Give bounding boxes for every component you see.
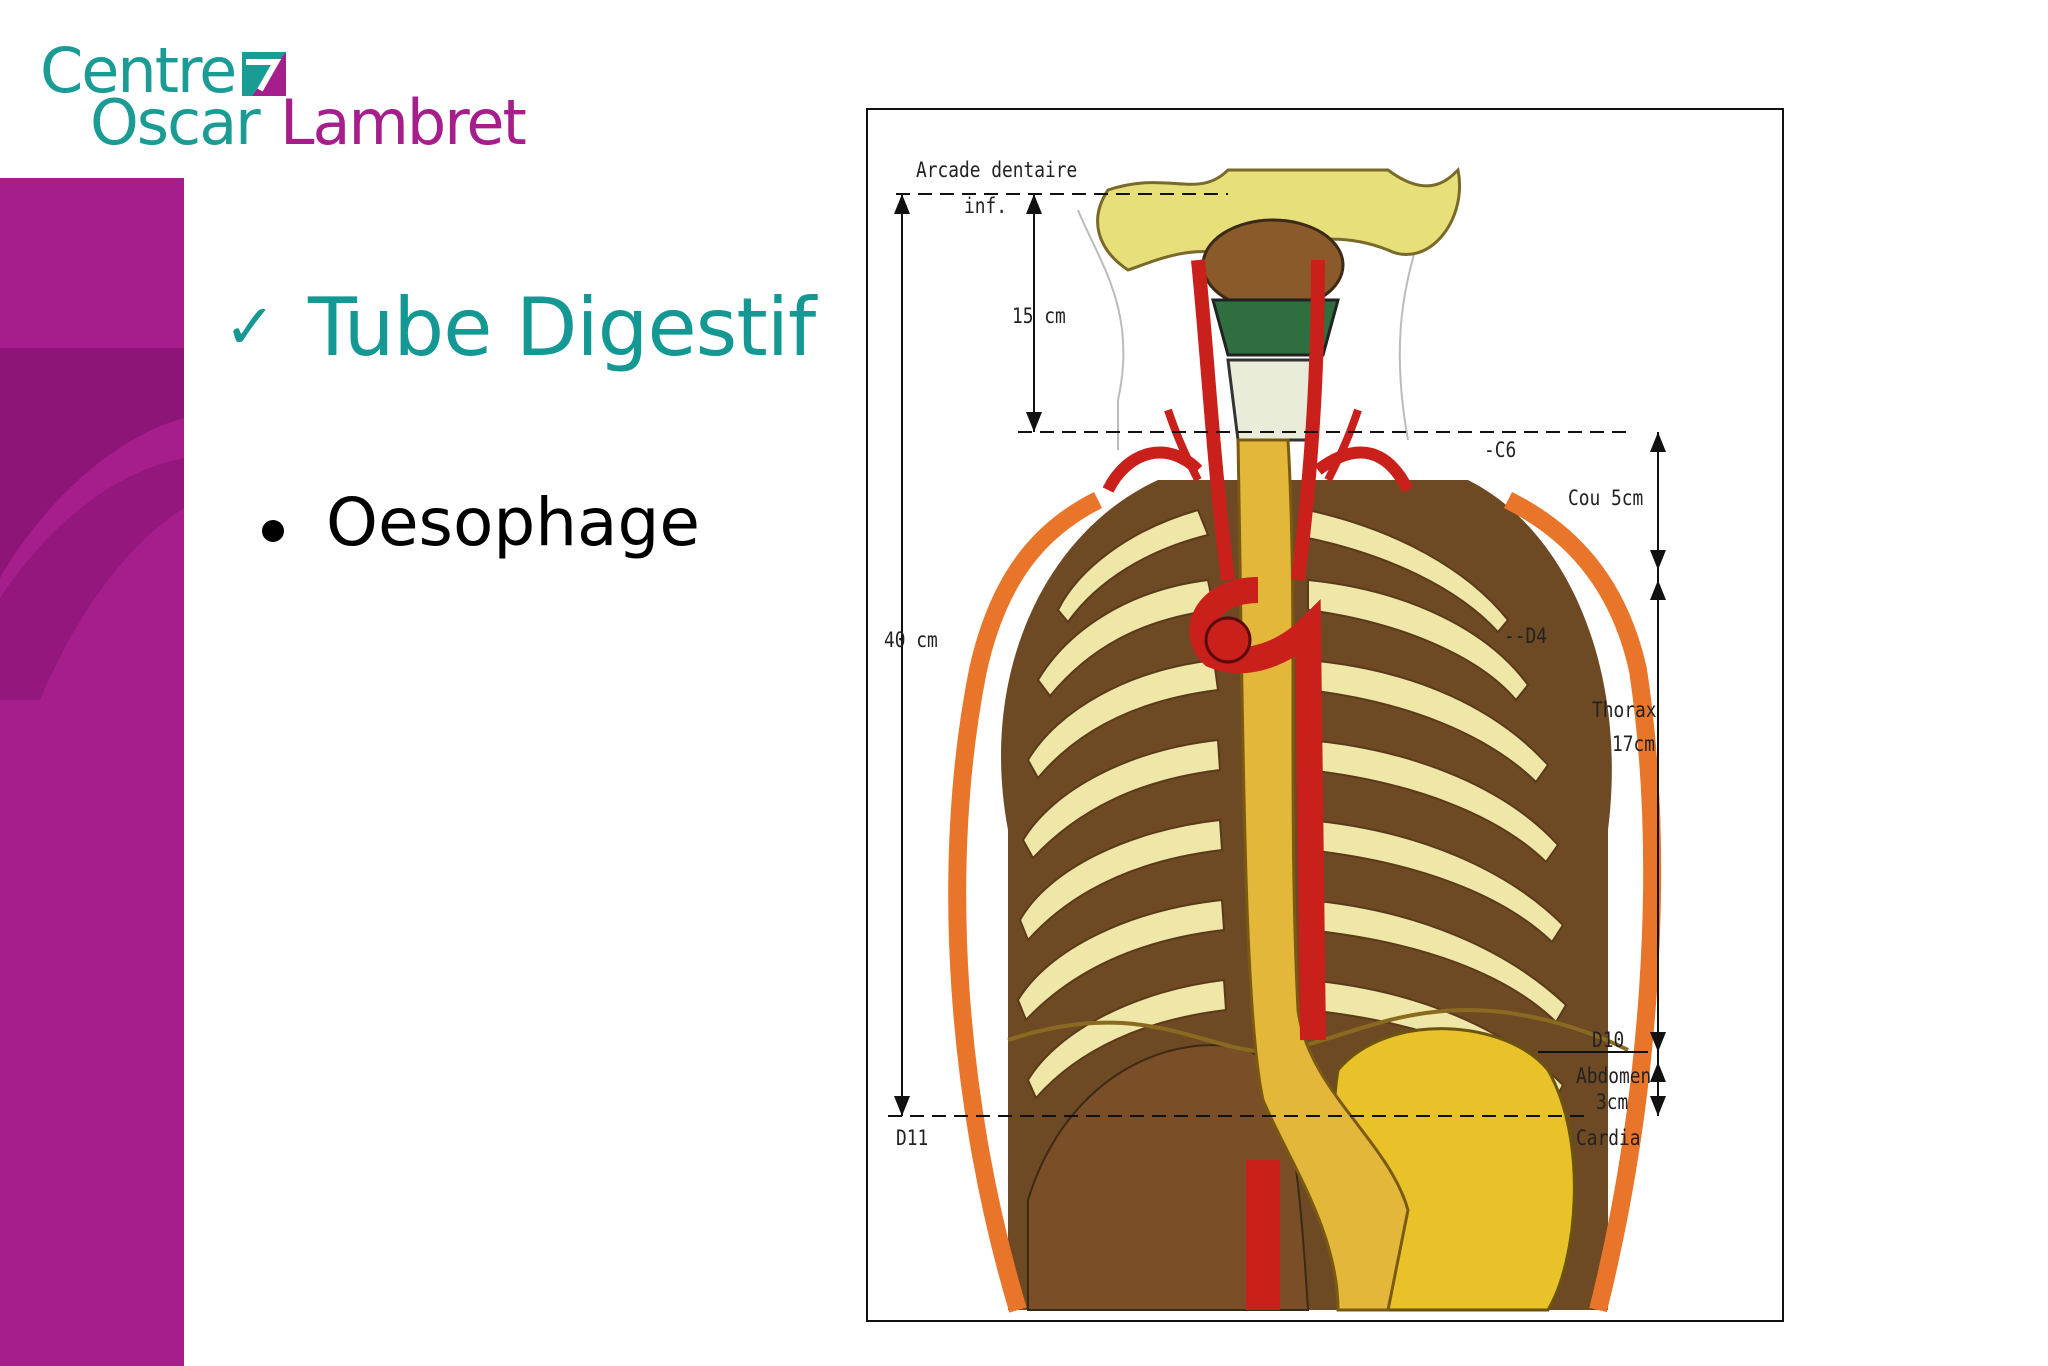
right-carotid [1291, 259, 1325, 581]
label-thorax: Thorax [1592, 698, 1657, 722]
logo-mark-icon [242, 52, 286, 96]
label-cardia: Cardia [1576, 1126, 1641, 1150]
logo-word-oscar: Oscar [90, 86, 261, 159]
anatomy-illustration [888, 166, 1666, 1313]
label-arcade-dentaire: Arcade dentaire [916, 158, 1078, 182]
label-thorax-17cm: 17cm [1612, 732, 1655, 756]
label-inf: inf. [964, 194, 1007, 218]
left-ribs [1016, 508, 1228, 1100]
trachea-cartilage [1226, 358, 1320, 442]
checkmark-icon: ✓ [224, 290, 276, 363]
left-chest-wall [948, 491, 1103, 1313]
label-abdomen-3cm: 3cm [1596, 1090, 1629, 1114]
bullet-point-icon [262, 520, 284, 542]
slide-title: Tube Digestif [308, 281, 816, 374]
centre-oscar-lambret-logo: Centre Oscar Lambret [40, 40, 580, 160]
label-15cm: 15 cm [1012, 304, 1066, 328]
sidebar-swoosh [0, 348, 184, 700]
label-d4: --D4 [1504, 624, 1547, 648]
label-40cm: 40 cm [884, 628, 938, 652]
label-cou-5cm: Cou 5cm [1568, 486, 1644, 510]
left-carotid [1191, 259, 1235, 581]
right-chest-wall [1503, 491, 1662, 1313]
dimension-lines [888, 193, 1659, 1117]
label-d11: D11 [896, 1126, 929, 1150]
logo-word-centre: Centre [40, 34, 237, 107]
bullet-oesophage: Oesophage [326, 484, 700, 561]
sidebar-band [0, 178, 184, 1366]
oesophagus-anatomy-figure: Arcade dentaire inf. 15 cm 40 cm -C6 Cou… [866, 108, 1784, 1322]
aorta-cross-section [1204, 616, 1252, 664]
label-d10: D10 [1592, 1028, 1625, 1052]
diaphragm-line [1007, 1007, 1629, 1054]
small-branches [1164, 408, 1362, 482]
label-c6: -C6 [1484, 438, 1517, 462]
logo-word-lambret: Lambret [280, 86, 527, 159]
dimension-arrows [894, 194, 1666, 1116]
label-abdomen: Abdomen [1576, 1064, 1652, 1088]
